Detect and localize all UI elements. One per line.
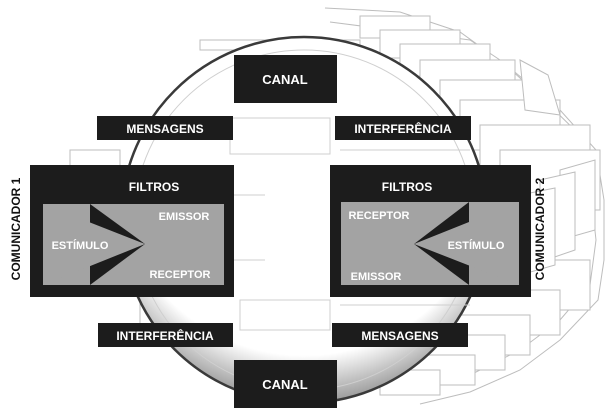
channel-bottom-box: CANAL [234, 360, 337, 408]
messages-right-box: MENSAGENS [332, 323, 468, 347]
communicator-2-filters: FILTROS [382, 180, 432, 194]
channel-top-label: CANAL [262, 72, 308, 87]
communicator-2: FILTROS RECEPTOR ESTÍMULO EMISSOR [330, 165, 531, 297]
communicator-1-emitter: EMISSOR [159, 211, 210, 223]
messages-left-label: MENSAGENS [126, 122, 203, 136]
communicator-2-receiver: RECEPTOR [349, 210, 410, 222]
interference-right-label: INTERFERÊNCIA [354, 121, 452, 136]
messages-right-label: MENSAGENS [361, 329, 438, 343]
communicator-1-filters: FILTROS [129, 180, 179, 194]
interference-left-box: INTERFERÊNCIA [98, 323, 233, 347]
communicator-1-stimulus-wedge [43, 204, 145, 285]
channel-bottom-label: CANAL [262, 377, 308, 392]
communicator-2-stimulus: ESTÍMULO [448, 239, 505, 252]
communicator-2-emitter: EMISSOR [351, 271, 402, 283]
communicator-1-side-label: COMUNICADOR 1 [9, 177, 23, 280]
communicator-1: FILTROS EMISSOR ESTÍMULO RECEPTOR [30, 165, 234, 297]
interference-right-box: INTERFERÊNCIA [335, 116, 471, 140]
interference-left-label: INTERFERÊNCIA [116, 328, 214, 343]
communicator-2-stimulus-wedge [414, 202, 519, 285]
messages-left-box: MENSAGENS [97, 116, 233, 140]
channel-top-box: CANAL [234, 55, 337, 103]
communicator-1-stimulus: ESTÍMULO [52, 239, 109, 252]
communicator-2-side-label: COMUNICADOR 2 [533, 177, 547, 280]
communicator-1-receiver: RECEPTOR [150, 269, 211, 281]
